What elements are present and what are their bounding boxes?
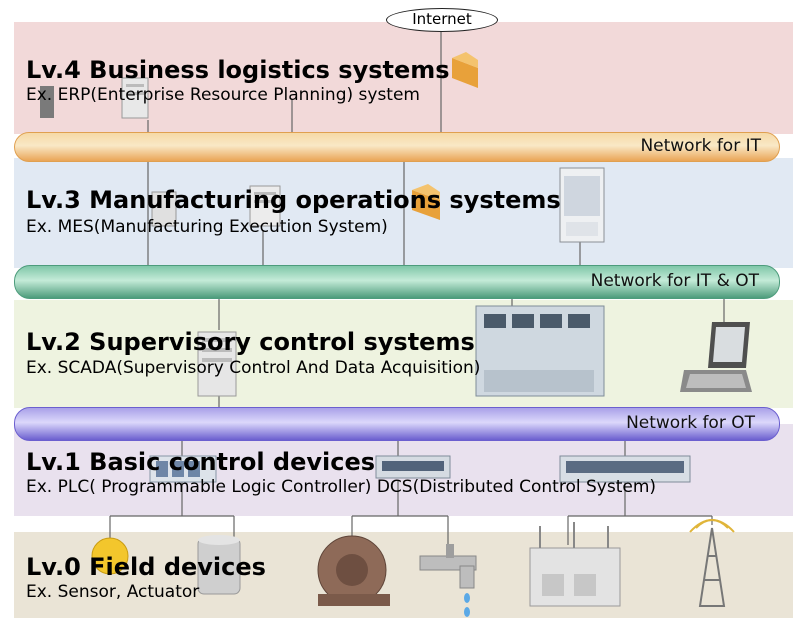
scada-equipment-icon — [197, 305, 605, 397]
mes-server-icon — [151, 167, 605, 243]
network-it-label: Network for IT — [640, 136, 761, 156]
field-device-icons — [91, 519, 735, 617]
level-0-subtitle: Ex. Sensor, Actuator — [26, 582, 200, 602]
level-2-band — [14, 300, 793, 408]
level-3-subtitle: Ex. MES(Manufacturing Execution System) — [26, 217, 388, 237]
network-ot-pipe: Network for OT — [14, 407, 780, 441]
level-2-title: Lv.2 Supervisory control systems — [26, 328, 475, 356]
level-2-subtitle: Ex. SCADA(Supervisory Control And Data A… — [26, 358, 481, 378]
internet-cloud: Internet — [386, 8, 498, 32]
level-0-band — [14, 532, 793, 618]
level-0-title: Lv.0 Field devices — [26, 553, 266, 581]
network-it-ot-label: Network for IT & OT — [590, 271, 759, 291]
level-1-title: Lv.1 Basic control devices — [26, 448, 376, 476]
erp-server-icon — [40, 52, 478, 119]
network-it-ot-pipe: Network for IT & OT — [14, 265, 780, 299]
laptop-icon — [680, 322, 752, 392]
level-1-subtitle: Ex. PLC( Programmable Logic Controller) … — [26, 477, 657, 497]
level-3-title: Lv.3 Manufacturing operations systems — [26, 186, 561, 214]
internet-label: Internet — [412, 10, 472, 28]
level-4-subtitle: Ex. ERP(Enterprise Resource Planning) sy… — [26, 85, 420, 105]
plc-device-icon — [149, 455, 691, 483]
level-4-title: Lv.4 Business logistics systems — [26, 56, 450, 84]
network-ot-label: Network for OT — [626, 413, 755, 433]
network-it-pipe: Network for IT — [14, 132, 780, 162]
